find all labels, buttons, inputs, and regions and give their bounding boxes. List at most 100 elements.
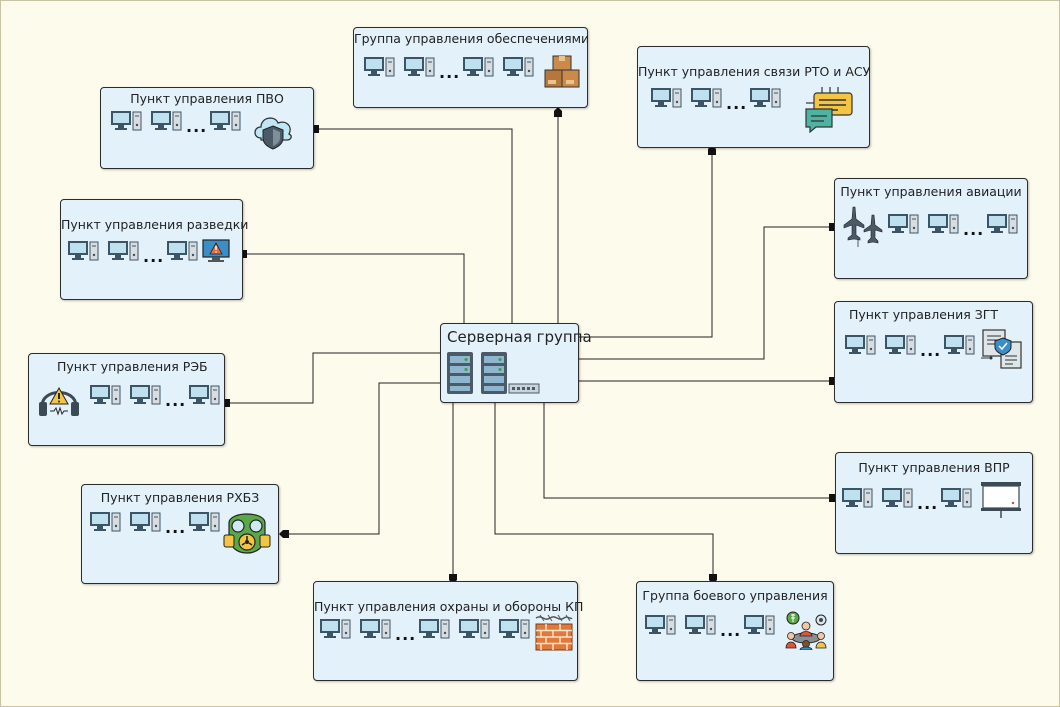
workstation-row: ... (887, 213, 1026, 239)
node-guard[interactable]: Пункт управления охраны и обороны КП ... (313, 581, 584, 681)
node-pvo[interactable]: Пункт управления ПВО ... (100, 87, 314, 169)
workstation-icon (360, 619, 391, 639)
workstation-icon (685, 615, 716, 635)
node-recon-title: Пункт управления разведки (61, 217, 249, 232)
node-pvo-title: Пункт управления ПВО (130, 91, 284, 106)
line-to-vpr (543, 403, 834, 499)
node-reb-title: Пункт управления РЭБ (57, 359, 208, 374)
line-to-rhbz (283, 382, 440, 535)
chat-chip-icon (805, 87, 853, 133)
node-zgt[interactable]: Пункт управления ЗГТ ... (834, 301, 1033, 403)
server-group-title: Серверная группа (447, 328, 592, 346)
workstation-icon (651, 88, 682, 108)
node-aviation[interactable]: Пункт управления авиации ... (834, 178, 1028, 279)
workstation-row: ... (650, 87, 789, 113)
document-shield-icon (981, 329, 1022, 369)
workstation-icon (90, 512, 121, 532)
workstation-row: ... (319, 618, 538, 644)
node-combat[interactable]: Группа боевого управления ... (636, 581, 834, 681)
line-to-aviation (579, 226, 834, 360)
workstation-icon (691, 88, 722, 108)
workstation-row: ... (67, 240, 206, 266)
workstation-icon (928, 214, 959, 234)
ellipsis: ... (186, 117, 208, 136)
workstation-icon (189, 512, 220, 532)
node-guard-title: Пункт управления охраны и обороны КП (314, 599, 584, 614)
workstation-icon (882, 488, 913, 508)
monitor-alert-icon (202, 239, 230, 262)
ellipsis: ... (143, 247, 165, 266)
workstation-icon (167, 241, 198, 261)
workstation-icon (744, 615, 775, 635)
arrowhead-rhbz (279, 530, 289, 538)
line-to-pvo (315, 128, 513, 323)
workstation-icon (845, 335, 876, 355)
ellipsis: ... (920, 341, 942, 360)
node-comm[interactable]: Пункт управления связи РТО и АСУ ... (637, 46, 870, 148)
aircraft-icon (843, 206, 883, 247)
workstation-icon (842, 488, 873, 508)
workstation-icon (68, 241, 99, 261)
ellipsis: ... (439, 63, 461, 82)
workstation-icon (503, 57, 534, 77)
node-comm-title: Пункт управления связи РТО и АСУ (638, 64, 871, 79)
workstation-icon (885, 335, 916, 355)
workstation-icon (645, 615, 676, 635)
line-to-combat (494, 403, 714, 578)
workstation-icon (130, 512, 161, 532)
node-vpr[interactable]: Пункт управления ВПР ... (835, 452, 1033, 554)
line-to-reb (225, 352, 440, 404)
node-zgt-title: Пункт управления ЗГТ (848, 307, 998, 322)
workstation-icon (130, 385, 161, 405)
workstation-row: ... (644, 614, 783, 640)
workstation-icon (888, 214, 919, 234)
node-combat-title: Группа боевого управления (642, 588, 828, 603)
line-to-recon (243, 253, 465, 323)
ellipsis: ... (395, 625, 417, 644)
server-group-node[interactable]: Серверная группа (440, 323, 592, 403)
node-rhbz-title: Пункт управления РХБЗ (100, 490, 260, 505)
workstation-icon (364, 57, 395, 77)
ellipsis: ... (165, 391, 187, 410)
arrowhead-support (554, 107, 562, 117)
ellipsis: ... (917, 494, 939, 513)
node-vpr-title: Пункт управления ВПР (858, 460, 1010, 475)
node-aviation-title: Пункт управления авиации (840, 184, 1022, 199)
node-support[interactable]: Группа управления обеспечениями ... (353, 27, 590, 108)
whiteboard-icon (981, 482, 1021, 518)
workstation-row: ... (844, 334, 983, 360)
workstation-icon (111, 111, 142, 131)
node-rhbz[interactable]: Пункт управления РХБЗ ... (81, 484, 279, 584)
line-to-comm (579, 149, 713, 338)
node-support-title: Группа управления обеспечениями (354, 31, 590, 46)
ellipsis: ... (726, 94, 748, 113)
node-reb[interactable]: Пункт управления РЭБ ... (28, 353, 225, 446)
workstation-icon (941, 488, 972, 508)
workstation-icon (90, 385, 121, 405)
ellipsis: ... (165, 518, 187, 537)
ellipsis: ... (720, 621, 742, 640)
brick-wall-wire-icon (535, 614, 573, 651)
workstation-icon (987, 214, 1018, 234)
server-rack-icon (447, 352, 540, 394)
gas-mask-icon (223, 513, 271, 554)
node-recon[interactable]: Пункт управления разведки ... (60, 199, 249, 300)
team-meeting-icon (785, 611, 827, 650)
workstation-icon (210, 111, 241, 131)
workstation-icon (320, 619, 351, 639)
workstation-row: ... (110, 110, 249, 136)
workstation-icon (189, 385, 220, 405)
workstation-icon (151, 111, 182, 131)
workstation-row: ... (89, 384, 228, 410)
workstation-icon (108, 241, 139, 261)
workstation-icon (459, 619, 490, 639)
workstation-icon (944, 335, 975, 355)
workstation-row: ... (89, 511, 228, 537)
workstation-icon (750, 88, 781, 108)
workstation-icon (419, 619, 450, 639)
workstation-row: ... (841, 487, 980, 513)
ellipsis: ... (963, 220, 985, 239)
headphones-warning-icon (39, 386, 79, 416)
